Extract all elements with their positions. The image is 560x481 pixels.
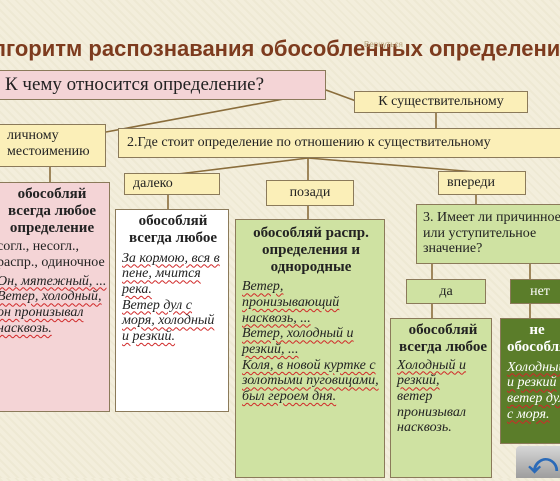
no-example-a: Холодный и резкий ветер дул с моря. [507, 359, 560, 422]
pronoun-result-box: обособляй всегда любое определение согл.… [0, 182, 110, 412]
after-heading: обособляй распр. определения и однородны… [253, 225, 369, 275]
pronoun-example-b: Ветер, холодный, он пронизывал насквозь. [0, 289, 102, 336]
far-heading: обособляй всегда любое [128, 213, 218, 246]
after-example-b: Ветер, холодный и резкий, ... [242, 326, 354, 358]
yes-example-b: ветер пронизывал насквозь. [397, 388, 466, 436]
pronoun-example-a: Он, мятежный, ... [0, 273, 107, 289]
pronoun-heading: обособляй всегда любое определение [7, 186, 97, 236]
return-arrow-button[interactable] [516, 446, 560, 478]
far-example-b: Ветер дул с моря, холодный и резкий. [122, 297, 215, 344]
position-far: далеко [124, 173, 220, 195]
pronoun-kinds: согл., несогл., распр., одиночное [0, 239, 105, 271]
to-pronoun-box: личному местоимению [0, 124, 106, 167]
position-after: позади [266, 180, 354, 206]
after-example-a: Ветер, пронизывающий насквозь, ... [242, 279, 340, 326]
yes-heading: обособляй всегда любое [398, 322, 488, 355]
to-noun-box: К существительному [354, 91, 528, 113]
page-title: лгоритм распознавания обособленных опред… [0, 36, 560, 61]
question-3: 3. Имеет ли причинное или уступительное … [416, 204, 560, 264]
no-heading: не обособляй [507, 322, 560, 355]
far-result-box: обособляй всегда любое За кормою, вся в … [115, 209, 229, 412]
answer-yes: да [406, 279, 486, 304]
question-1: К чему относится определение? [0, 70, 326, 100]
no-result-box: не обособляй Холодный и резкий ветер дул… [500, 318, 560, 444]
u-turn-arrow-icon: ⤺ [528, 447, 558, 480]
return-link[interactable]: Вернуться [364, 40, 403, 49]
question-2: 2.Где стоит определение по отношению к с… [118, 128, 560, 158]
after-example-c: Коля, в новой куртке с золотыми пуговица… [242, 357, 379, 405]
yes-result-box: обособляй всегда любое Холодный и резкий… [390, 318, 492, 478]
yes-example-a: Холодный и резкий, [397, 357, 467, 389]
after-result-box: обособляй распр. определения и однородны… [235, 219, 385, 478]
answer-no: нет [510, 279, 560, 304]
far-example-a: За кормою, вся в пене, мчится река. [122, 250, 220, 297]
position-before: впереди [438, 171, 526, 195]
